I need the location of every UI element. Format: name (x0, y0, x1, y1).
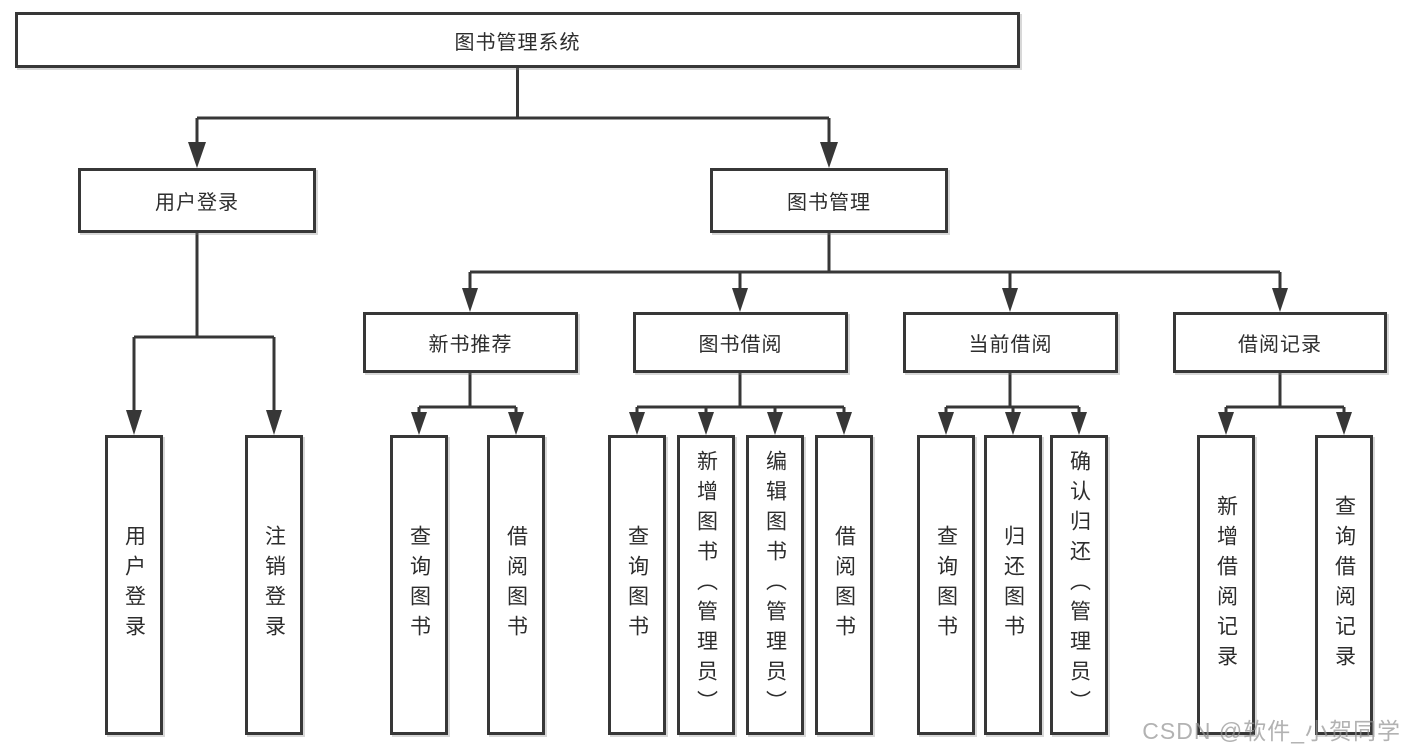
arrowhead-leaf-logout-login (266, 410, 282, 435)
leaf-bb-add-book-admin: 新增图书（管理员） (677, 435, 735, 735)
leaf-br-query-record: 查询借阅记录 (1315, 435, 1373, 735)
leaf-cb-return-book: 归还图书 (984, 435, 1042, 735)
arrowhead-cb-confirm-return (1071, 412, 1087, 435)
arrowhead-cb-query-book (938, 412, 954, 435)
leaf-user-login: 用户登录 (105, 435, 163, 735)
arrowhead-leaf-user-login (126, 410, 142, 435)
arrowhead-book-borrow (732, 288, 748, 312)
node-root: 图书管理系统 (15, 12, 1020, 68)
node-book-management: 图书管理 (710, 168, 948, 233)
leaf-bb-edit-book-admin: 编辑图书（管理员） (746, 435, 804, 735)
leaf-bb-borrow-book: 借阅图书 (815, 435, 873, 735)
arrowhead-cb-return-book (1005, 412, 1021, 435)
connector-current-borrow-to-leaves (944, 373, 1081, 414)
arrowhead-bb-add-book (698, 412, 714, 435)
leaf-logout-login: 注销登录 (245, 435, 303, 735)
arrowhead-user-login (188, 142, 206, 168)
node-user-login: 用户登录 (78, 168, 316, 233)
csdn-watermark: CSDN @软件_小贺同学 (1142, 718, 1401, 744)
leaf-rec-query-book: 查询图书 (390, 435, 448, 735)
leaf-bb-query-book: 查询图书 (608, 435, 666, 735)
node-new-book-recommendation: 新书推荐 (363, 312, 578, 373)
connector-borrow-records-to-leaves (1224, 373, 1346, 414)
leaf-rec-borrow-book: 借阅图书 (487, 435, 545, 735)
arrowhead-bb-edit-book (767, 412, 783, 435)
arrowhead-borrow-records (1272, 288, 1288, 312)
arrowhead-rec-borrow-book (508, 412, 524, 435)
connector-book-mgmt-to-level3 (468, 233, 1282, 290)
node-borrow-records: 借阅记录 (1173, 312, 1387, 373)
connector-root-to-level2 (195, 68, 831, 146)
arrowhead-bb-query-book (629, 412, 645, 435)
arrowhead-bb-borrow-book (836, 412, 852, 435)
arrowhead-new-book-rec (462, 288, 478, 312)
node-current-borrowing: 当前借阅 (903, 312, 1118, 373)
connector-book-borrow-to-leaves (635, 373, 846, 414)
connector-new-book-rec-to-leaves (417, 373, 518, 414)
leaf-cb-query-book: 查询图书 (917, 435, 975, 735)
arrowhead-br-add-record (1218, 412, 1234, 435)
arrowhead-current-borrow (1002, 288, 1018, 312)
leaf-br-add-record: 新增借阅记录 (1197, 435, 1255, 735)
arrowhead-rec-query-book (411, 412, 427, 435)
arrowhead-book-mgmt (820, 142, 838, 168)
connector-user-login-to-leaves (132, 233, 276, 413)
arrowhead-br-query-record (1336, 412, 1352, 435)
leaf-cb-confirm-return-admin: 确认归还（管理员） (1050, 435, 1108, 735)
node-book-borrowing: 图书借阅 (633, 312, 848, 373)
